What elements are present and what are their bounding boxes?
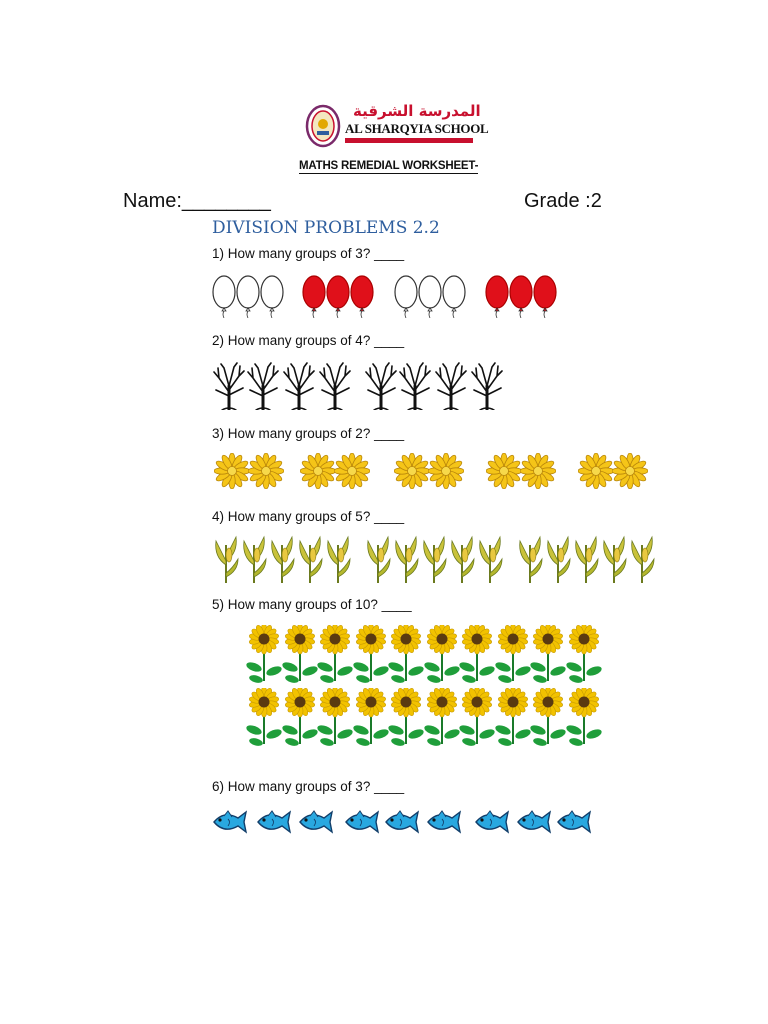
sunflower-icon xyxy=(352,625,389,683)
question-1-text: 1) How many groups of 3? ____ xyxy=(212,246,405,261)
fish-icon xyxy=(345,810,380,834)
yellow-flower-icon xyxy=(214,453,250,489)
corn-stalk-icon xyxy=(299,535,323,583)
fish-icon xyxy=(557,810,592,834)
worksheet-title: MATHS REMEDIAL WORKSHEET- xyxy=(299,160,479,174)
sunflower-icon xyxy=(281,625,318,683)
sunflower-icon xyxy=(494,688,531,746)
sunflower-icon xyxy=(530,625,566,683)
balloon-icon xyxy=(350,275,374,318)
fish-icon xyxy=(299,810,334,834)
bare-tree-icon xyxy=(471,362,503,410)
sunflower-icon xyxy=(352,688,389,746)
balloon-icon xyxy=(442,275,466,318)
corn-stalk-icon xyxy=(423,535,447,583)
question-4-text: 4) How many groups of 5? ____ xyxy=(212,509,405,524)
bare-tree-icon xyxy=(435,362,467,410)
corn-stalk-icon xyxy=(215,535,239,583)
school-crest-icon xyxy=(305,104,341,148)
yellow-flower-icon xyxy=(394,453,430,489)
bare-tree-icon xyxy=(283,362,315,410)
fish-icon xyxy=(517,810,552,834)
corn-stalk-icon xyxy=(631,535,655,583)
corn-stalk-icon xyxy=(575,535,599,583)
sunflower-icon xyxy=(494,625,531,683)
fish-icon xyxy=(475,810,510,834)
sunflower-icon xyxy=(459,688,495,746)
balloon-icon xyxy=(302,275,326,318)
corn-stalk-icon xyxy=(603,535,627,583)
bare-tree-icon xyxy=(319,362,351,410)
sunflower-icon xyxy=(388,688,424,746)
student-name-field: Name:________ xyxy=(123,190,271,212)
corn-stalk-icon xyxy=(327,535,351,583)
balloon-icon xyxy=(394,275,418,318)
page-title: DIVISION PROBLEMS 2.2 xyxy=(212,218,440,238)
yellow-flower-icon xyxy=(334,453,370,489)
corn-stalk-icon xyxy=(479,535,503,583)
grade-label: Grade :2 xyxy=(524,190,602,212)
yellow-flower-icon xyxy=(520,453,556,489)
corn-stalk-icon xyxy=(243,535,267,583)
school-name: AL SHARQYIA SCHOOL xyxy=(345,121,489,136)
sunflower-icon xyxy=(423,688,460,746)
fish-icon xyxy=(427,810,462,834)
school-logo: المدرسة الشرقية AL SHARQYIA SCHOOL MATHS… xyxy=(299,102,489,180)
balloon-icon xyxy=(418,275,442,318)
sunflower-icon xyxy=(317,688,353,746)
sunflower-icon xyxy=(423,625,460,683)
balloon-icon xyxy=(212,275,236,318)
balloon-icon xyxy=(236,275,260,318)
yellow-flower-icon xyxy=(486,453,522,489)
corn-stalk-icon xyxy=(547,535,571,583)
question-6-text: 6) How many groups of 3? ____ xyxy=(212,779,405,794)
sunflower-icon xyxy=(281,688,318,746)
balloon-icon xyxy=(509,275,533,318)
sunflower-icon xyxy=(388,625,424,683)
yellow-flower-icon xyxy=(300,453,336,489)
logo-red-bar xyxy=(345,138,473,143)
question-5-text: 5) How many groups of 10? ____ xyxy=(212,597,412,612)
question-3-text: 3) How many groups of 2? ____ xyxy=(212,426,405,441)
balloon-icon xyxy=(326,275,350,318)
bare-tree-icon xyxy=(213,362,245,410)
sunflower-icon xyxy=(246,625,282,683)
bare-tree-icon xyxy=(247,362,279,410)
corn-stalk-icon xyxy=(367,535,391,583)
sunflower-icon xyxy=(565,625,602,683)
yellow-flower-icon xyxy=(578,453,614,489)
school-name-arabic: المدرسة الشرقية xyxy=(353,102,481,120)
fish-icon xyxy=(257,810,292,834)
yellow-flower-icon xyxy=(248,453,284,489)
balloon-icon xyxy=(260,275,284,318)
bare-tree-icon xyxy=(399,362,431,410)
corn-stalk-icon xyxy=(451,535,475,583)
balloon-icon xyxy=(533,275,557,318)
balloon-icon xyxy=(485,275,509,318)
corn-stalk-icon xyxy=(395,535,419,583)
sunflower-icon xyxy=(459,625,495,683)
fish-icon xyxy=(385,810,420,834)
sunflower-icon xyxy=(317,625,353,683)
corn-stalk-icon xyxy=(271,535,295,583)
bare-tree-icon xyxy=(365,362,397,410)
question-2-text: 2) How many groups of 4? ____ xyxy=(212,333,405,348)
fish-icon xyxy=(213,810,248,834)
sunflower-icon xyxy=(565,688,602,746)
corn-stalk-icon xyxy=(519,535,543,583)
yellow-flower-icon xyxy=(428,453,464,489)
sunflower-icon xyxy=(246,688,282,746)
sunflower-icon xyxy=(530,688,566,746)
yellow-flower-icon xyxy=(612,453,648,489)
